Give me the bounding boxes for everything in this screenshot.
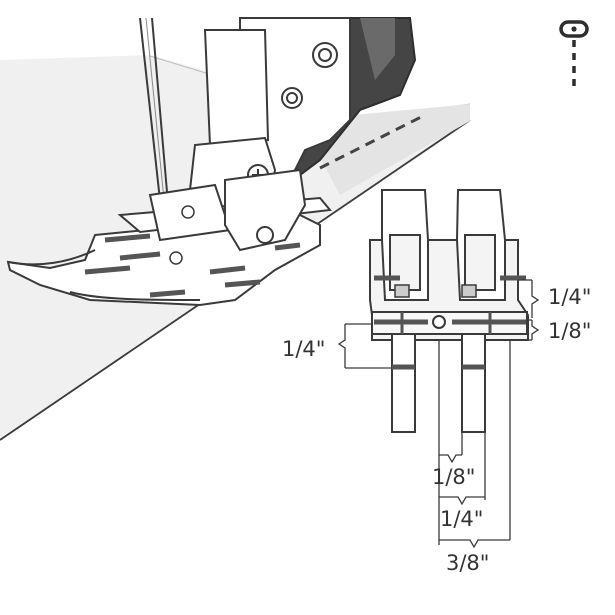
dimension-label-bottom-3: 3/8": [446, 551, 489, 575]
dimension-lines: [337, 279, 540, 549]
dimension-label-left-upper: 1/4": [282, 337, 325, 361]
presser-foot-top-view: [369, 189, 529, 433]
stitch-line: [319, 113, 426, 170]
dimension-label-bottom-2: 1/4": [440, 507, 483, 531]
foot-guide-marks: [84, 233, 301, 298]
presser-foot-perspective: [6, 168, 332, 307]
dimension-label-bottom-1: 1/8": [432, 465, 475, 489]
dimension-label-right-lower: 1/8": [548, 319, 591, 343]
dimension-label-right-upper: 1/4": [548, 285, 591, 309]
stitch-symbol-icon: [559, 20, 589, 92]
